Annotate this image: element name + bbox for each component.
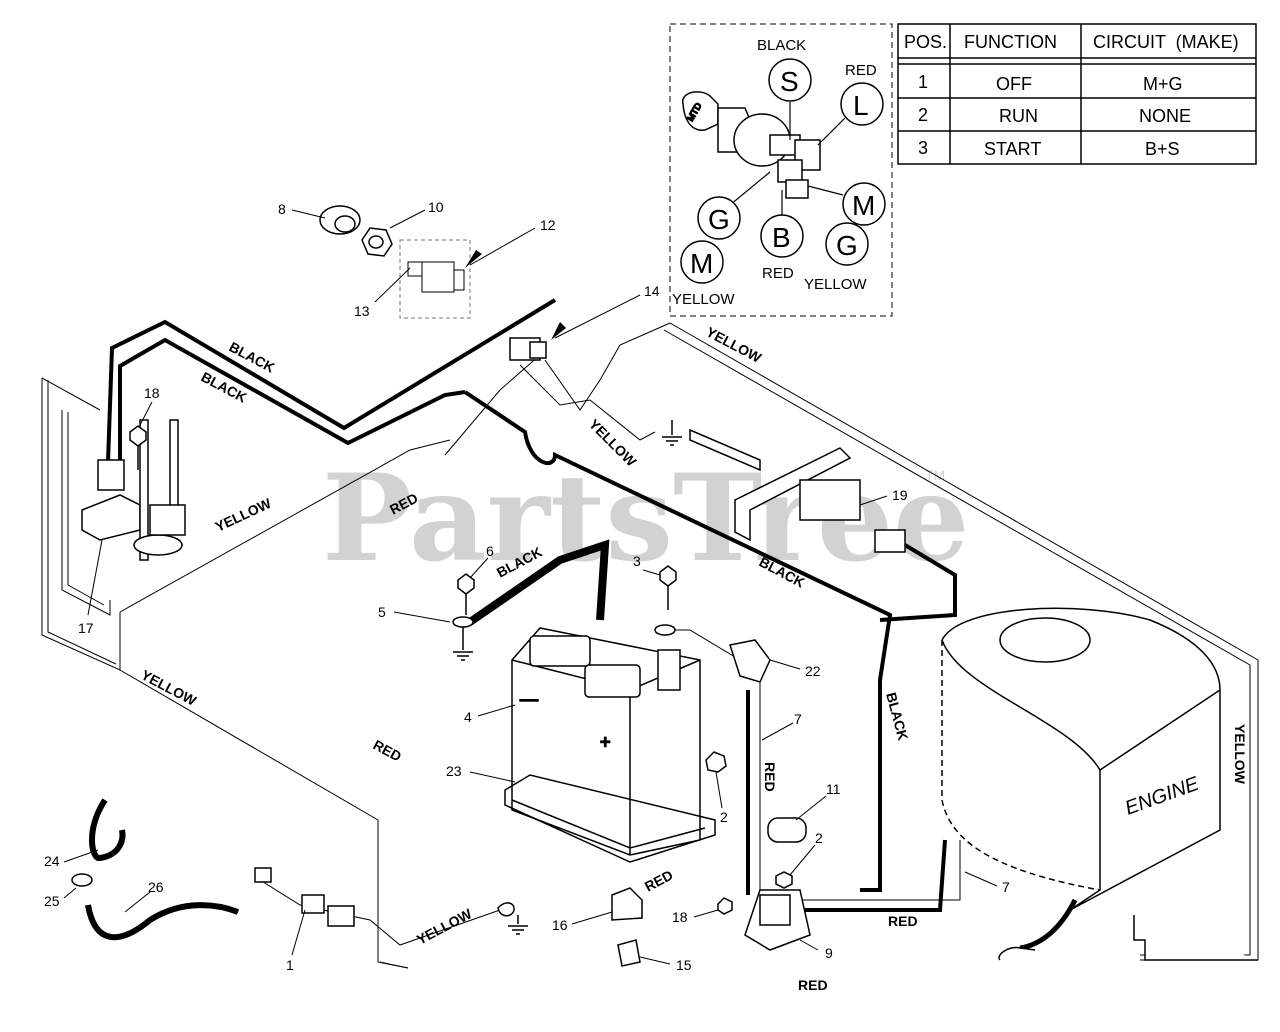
wire-label-yellow-bottom: YELLOW [414,905,475,948]
terminal-b: B [772,222,791,253]
wire-label-red-vertical: RED [762,762,778,792]
table-row-1-pos: 1 [918,72,928,92]
callout-4: 4 [464,709,472,725]
callout-22: 22 [805,663,821,679]
bolt-part-18-solenoid [717,897,733,915]
callout-3: 3 [633,553,641,569]
switch-circuit-table: POS. FUNCTION CIRCUIT (MAKE) 1 OFF M+G 2… [897,23,1257,165]
callout-7: 7 [794,711,802,727]
callout-6: 6 [486,543,494,559]
table-header-pos: POS. [904,32,947,52]
callout-12: 12 [540,217,556,233]
callout-2-solenoid: 2 [815,830,823,846]
callout-16: 16 [552,917,568,933]
callout-13: 13 [354,303,370,319]
bolt-part-6 [452,573,475,628]
callout-arrows [465,250,566,340]
wire-label-red-bottom: RED [798,977,828,993]
battery-tray-part-23 [504,774,716,863]
callout-18-solenoid: 18 [672,909,688,925]
svg-text:+: + [600,732,611,752]
table-row-3-pos: 3 [918,138,928,158]
terminal-s: S [780,66,799,97]
table-row-3-function: START [984,139,1041,159]
callout-5: 5 [378,604,386,620]
callouts [63,209,998,965]
callout-19: 19 [892,487,908,503]
callout-8: 8 [278,201,286,217]
svg-text:—: — [520,689,538,709]
callout-2-battery: 2 [720,809,728,825]
terminal-m-left: M [690,248,713,279]
engine [941,607,1258,961]
callout-11: 11 [826,781,841,797]
callout-9: 9 [825,945,833,961]
wire-label-yellow-frame: YELLOW [139,667,200,710]
callout-17: 17 [78,620,94,636]
table-row-2-circuit: NONE [1139,106,1191,126]
clip-part-25 [71,873,93,887]
nut-part-10 [361,227,393,257]
wire-label-red-frame-2: RED [371,737,405,765]
solenoid-part-9 [744,871,811,951]
ground-wire-part-24 [89,798,126,861]
terminal-boot-part-22 [729,639,771,683]
callout-24: 24 [44,853,60,869]
callout-18-left: 18 [144,385,160,401]
bolt-part-3 [654,565,677,636]
connector-part-14 [509,337,547,361]
wire-label-black-vertical: BLACK [883,691,911,742]
ignition-switch-part-13 [399,239,471,319]
callout-15: 15 [676,957,692,973]
table-row-2-function: RUN [999,106,1038,126]
terminal-g-left: G [708,204,730,235]
callout-1: 1 [286,957,294,973]
table-row-1-function: OFF [996,74,1032,94]
wire-label-yellow-left: YELLOW [213,495,275,535]
terminal-l: L [853,90,869,121]
fuse-part-15 [617,939,641,967]
terminal-g-right: G [836,230,858,261]
ignition-inset: MTD S L M G B G [669,23,893,317]
callout-numbers: 8 10 12 13 14 18 17 6 5 3 22 4 7 2 23 11… [44,199,1010,973]
wire-label-red-engine: RED [888,913,918,929]
wire-label-black-1: BLACK [227,339,278,376]
terminal-m-right: M [852,190,875,221]
inset-label-red-l: RED [845,62,877,79]
bracket-part-19 [689,428,906,553]
wire-label-yellow-engine: YELLOW [1232,724,1248,785]
inset-label-red-b: RED [762,265,794,282]
inset-label-yellow-g: YELLOW [804,276,867,293]
table-row-2-pos: 2 [918,105,928,125]
callout-26: 26 [148,879,164,895]
table-header-function: FUNCTION [964,32,1057,52]
callout-7-engine: 7 [1002,879,1010,895]
inset-label-yellow-m: YELLOW [672,291,735,308]
wiring [106,298,1078,951]
wire-label-red-solenoid: RED [642,867,676,895]
inset-label-black: BLACK [757,37,806,54]
table-row-1-circuit: M+G [1143,74,1183,94]
boot-part-11 [767,817,807,843]
callout-10: 10 [428,199,444,215]
bolt-part-18-left [129,425,147,470]
battery-part-4: — + [511,627,701,856]
table-header-circuit: CIRCUIT (MAKE) [1093,32,1239,52]
wire-harness-part-1 [254,867,515,927]
table-row-3-circuit: B+S [1145,139,1180,159]
seat-switch-part-17 [81,419,186,561]
ground-symbols [453,420,682,935]
bezel-part-8 [319,205,361,235]
nut-part-2 [705,751,727,773]
callout-14: 14 [644,283,660,299]
callout-25: 25 [44,893,60,909]
clip-part-16 [611,887,643,921]
callout-23: 23 [446,763,462,779]
cable-part-26 [85,902,240,941]
watermark: PartsTree [322,448,969,589]
